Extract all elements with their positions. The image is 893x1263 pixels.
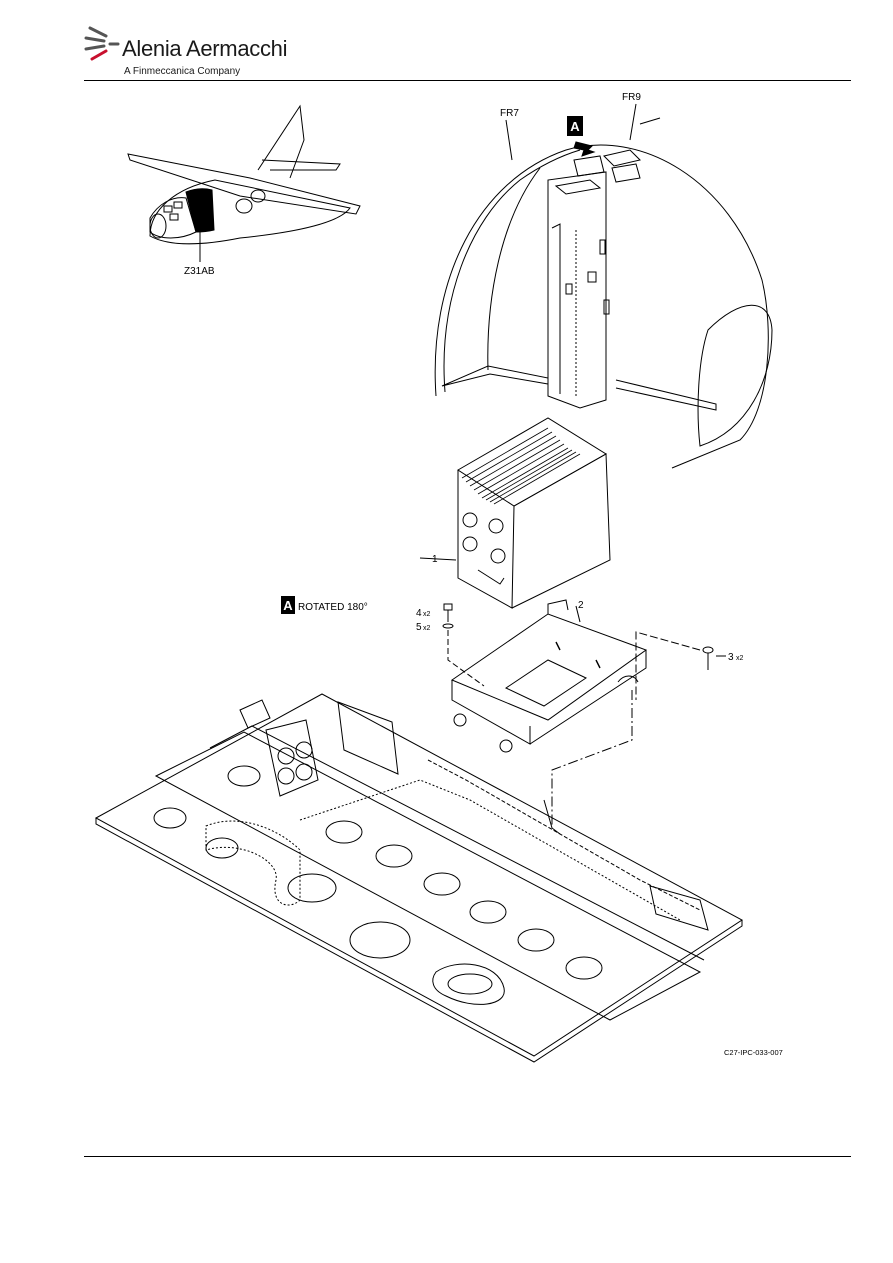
figure-reference: C27-IPC-033-007	[724, 1048, 783, 1057]
item-4-qty: x2	[423, 611, 431, 618]
item-5-label: 5	[416, 622, 422, 633]
item-5-qty: x2	[423, 625, 431, 632]
view-a-caption: A ROTATED 180°	[281, 596, 368, 614]
company-subtitle: A Finmeccanica Company	[124, 66, 241, 77]
frame-label-fr7: FR7	[500, 108, 519, 119]
item-3-screw-illustration	[551, 631, 726, 826]
item-2-tray-illustration	[450, 599, 648, 753]
view-a-marker-text: A	[570, 119, 580, 134]
fuselage-section-illustration	[434, 103, 773, 469]
footer-rule	[84, 1156, 851, 1157]
item-2-label: 2	[578, 600, 584, 611]
item-3-qty: x2	[736, 655, 744, 662]
floor-panel-illustration	[94, 693, 743, 1063]
view-a-caption-text: ROTATED 180°	[298, 602, 368, 613]
item-1-unit-illustration	[419, 417, 611, 609]
items-4-5-hardware-illustration	[442, 603, 485, 687]
header-rule	[84, 80, 851, 81]
logo-mark-icon	[84, 26, 120, 61]
frame-label-fr9: FR9	[622, 92, 641, 103]
item-1-label: 1	[432, 554, 438, 565]
company-name: Alenia Aermacchi	[122, 36, 288, 61]
item-3-label: 3	[728, 652, 734, 663]
view-a-marker: A	[567, 116, 596, 157]
view-a-caption-marker: A	[283, 598, 293, 613]
zone-label: Z31AB	[184, 266, 215, 277]
company-logo: Alenia Aermacchi A Finmeccanica Company	[84, 24, 304, 80]
item-4-label: 4	[416, 608, 422, 619]
aircraft-locator-illustration	[127, 104, 361, 262]
